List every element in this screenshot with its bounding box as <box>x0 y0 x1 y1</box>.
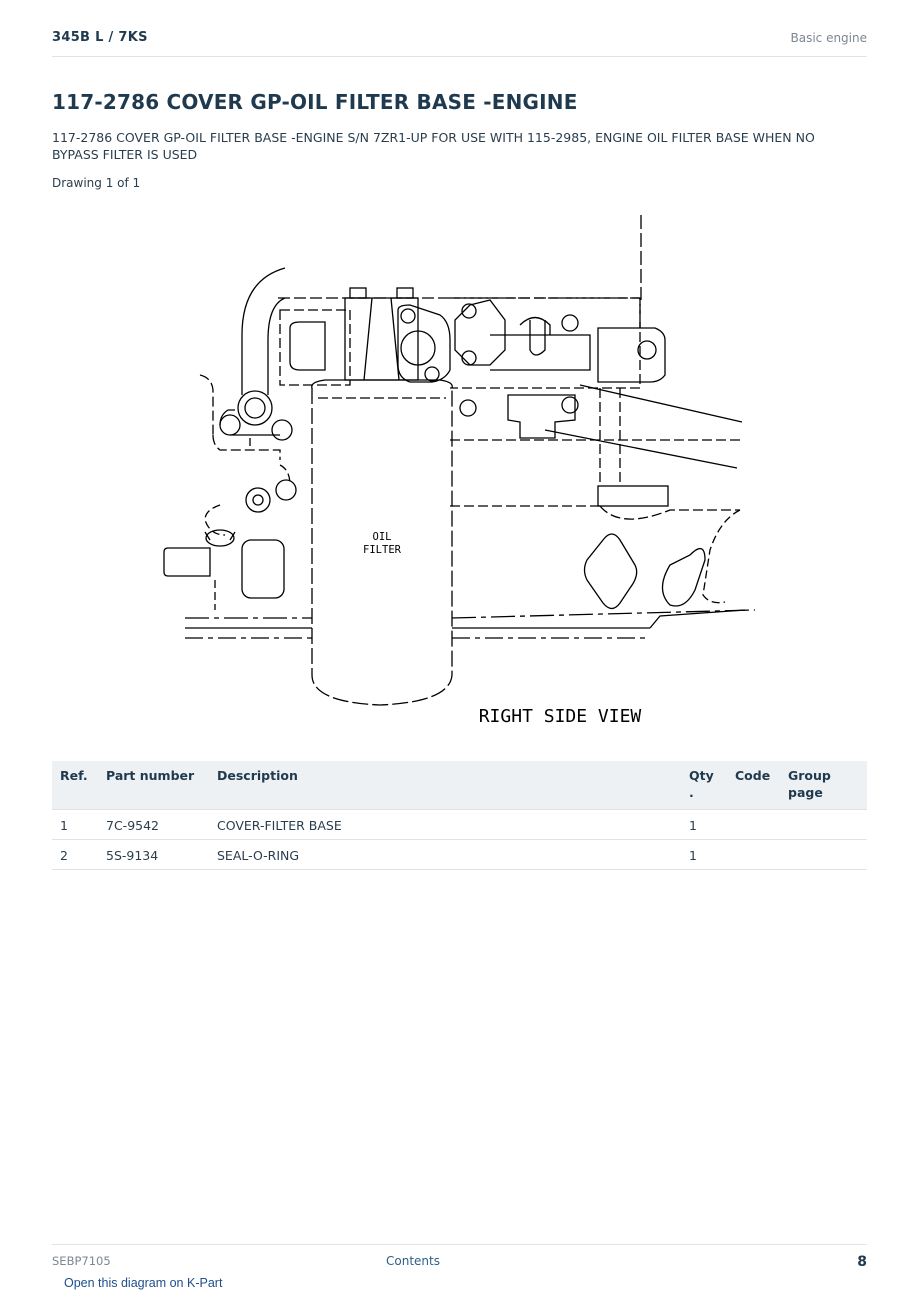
page-number: 8 <box>857 1254 867 1270</box>
parts-table: Ref. Part number Description Qty . Code … <box>52 761 867 870</box>
col-ref: Ref. <box>52 761 98 810</box>
model-label: 345B L / 7KS <box>52 30 148 45</box>
col-qty-label: Qty . <box>689 768 714 800</box>
oil-filter-label-line1: OIL <box>373 531 392 543</box>
row-group-page <box>780 839 867 870</box>
col-code: Code <box>727 761 780 810</box>
row-description: COVER-FILTER BASE <box>209 809 681 840</box>
col-group-page: Group page <box>780 761 867 810</box>
part-description: 117-2786 COVER GP-OIL FILTER BASE -ENGIN… <box>52 130 815 162</box>
table-row: 1 7C-9542 COVER-FILTER BASE 1 <box>52 809 867 840</box>
oil-filter-label-line2: FILTER <box>363 544 402 556</box>
kpart-link[interactable]: Open this diagram on K-Part <box>64 1276 223 1290</box>
row-ref: 1 <box>52 809 98 840</box>
row-description: SEAL-O-RING <box>209 839 681 870</box>
row-part-number: 7C-9542 <box>98 809 209 840</box>
col-description: Description <box>209 761 681 810</box>
row-code <box>727 809 780 840</box>
table-header-row: Ref. Part number Description Qty . Code … <box>52 761 867 810</box>
table-row: 2 5S-9134 SEAL-O-RING 1 <box>52 839 867 870</box>
row-group-page <box>780 809 867 840</box>
parts-diagram: OIL FILTER RIGHT SIDE VIEW <box>150 210 770 740</box>
col-part-number: Part number <box>98 761 209 810</box>
section-label: Basic engine <box>790 31 867 45</box>
drawing-count: Drawing 1 of 1 <box>52 176 141 190</box>
page-header: 345B L / 7KS Basic engine <box>52 28 867 57</box>
document-number: SEBP7105 <box>52 1254 111 1268</box>
row-qty: 1 <box>681 809 727 840</box>
col-group-page-label: Group page <box>788 768 831 800</box>
page-footer: SEBP7105 Contents 8 <box>52 1244 867 1275</box>
contents-link[interactable]: Contents <box>386 1254 440 1268</box>
row-code <box>727 839 780 870</box>
view-label: RIGHT SIDE VIEW <box>479 706 642 727</box>
row-qty: 1 <box>681 839 727 870</box>
page-title: 117-2786 COVER GP-OIL FILTER BASE -ENGIN… <box>52 90 578 114</box>
row-part-number: 5S-9134 <box>98 839 209 870</box>
row-ref: 2 <box>52 839 98 870</box>
col-qty: Qty . <box>681 761 727 810</box>
